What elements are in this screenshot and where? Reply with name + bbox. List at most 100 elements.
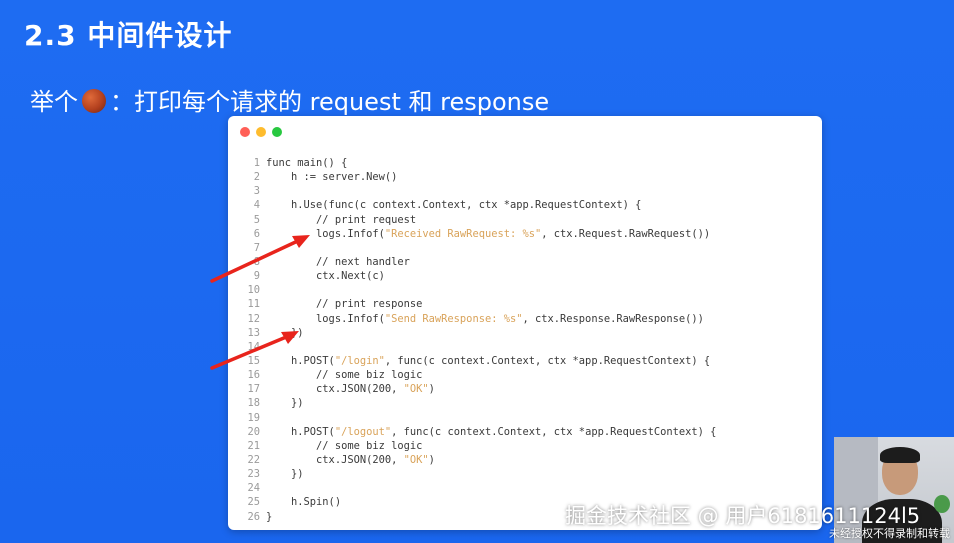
line-number: 10 — [247, 284, 260, 297]
code-line: 20 h.POST("/logout", func(c context.Cont… — [238, 425, 812, 439]
line-number: 5 — [253, 213, 260, 226]
code-line: 6 logs.Infof("Received RawRequest: %s", … — [238, 227, 812, 241]
code-line: 9 ctx.Next(c) — [238, 269, 812, 283]
code-line: 11 // print response — [238, 297, 812, 311]
code-token: "Received RawRequest: %s" — [384, 227, 542, 240]
line-number: 8 — [253, 255, 260, 268]
line-number: 20 — [247, 425, 260, 438]
presenter-hair — [880, 447, 920, 463]
code-token: ) — [428, 453, 435, 466]
code-text: h.Spin() — [266, 495, 812, 509]
code-token: h.POST( — [266, 425, 335, 438]
subtitle-prefix: 举个 — [30, 88, 78, 116]
line-number: 16 — [247, 369, 260, 382]
line-number: 4 — [253, 199, 260, 212]
code-text: }) — [266, 396, 812, 410]
code-text: // next handler — [266, 255, 812, 269]
line-number: 6 — [253, 227, 260, 240]
code-token: // print request — [266, 213, 417, 226]
code-token: // print response — [266, 298, 423, 311]
line-number: 21 — [247, 439, 260, 452]
code-token: "OK" — [403, 383, 429, 396]
line-number: 3 — [253, 185, 260, 198]
code-text — [266, 241, 812, 255]
code-line: 25 h.Spin() — [238, 495, 812, 509]
code-token: ) — [428, 383, 435, 396]
subtitle-suffix: ：打印每个请求的 request 和 response — [110, 88, 550, 116]
code-line: 12 logs.Infof("Send RawResponse: %s", ct… — [238, 312, 812, 326]
presenter-body — [862, 499, 942, 543]
maximize-dot-icon — [272, 127, 282, 137]
code-token: // next handler — [266, 255, 410, 268]
minimize-dot-icon — [256, 127, 266, 137]
code-token: , ctx.Response.RawResponse()) — [522, 312, 704, 325]
code-text: // some biz logic — [266, 368, 812, 382]
code-text: }) — [266, 467, 812, 481]
code-token: "Send RawResponse: %s" — [384, 312, 523, 325]
line-number: 11 — [247, 298, 260, 311]
code-token: , ctx.Request.RawRequest()) — [541, 227, 711, 240]
basketball-icon — [82, 88, 106, 113]
line-number: 1 — [253, 157, 260, 169]
code-line: 10 — [238, 283, 812, 297]
code-token: }) — [266, 468, 304, 481]
code-text — [266, 283, 812, 297]
slide-title: 2.3 中间件设计 — [24, 19, 233, 52]
code-text: ctx.JSON(200, "OK") — [266, 453, 812, 467]
code-line: 26} — [238, 510, 812, 524]
code-text: // some biz logic — [266, 439, 812, 453]
code-token: h.POST( — [266, 354, 335, 367]
line-number: 22 — [247, 453, 260, 466]
code-token: func main() { — [266, 157, 348, 169]
code-line: 22 ctx.JSON(200, "OK") — [238, 453, 812, 467]
code-line: 21 // some biz logic — [238, 439, 812, 453]
code-token: h.Spin() — [266, 496, 342, 509]
code-text: ctx.JSON(200, "OK") — [266, 382, 812, 396]
code-line: 24 — [238, 481, 812, 495]
code-line: 3 — [238, 184, 812, 198]
line-number: 15 — [247, 354, 260, 367]
code-token: ctx.JSON(200, — [266, 383, 404, 396]
line-number: 26 — [247, 510, 260, 523]
code-text — [266, 481, 812, 495]
code-text: func main() { — [266, 156, 812, 170]
code-text — [266, 184, 812, 198]
code-line: 2 h := server.New() — [238, 170, 812, 184]
code-text: h.POST("/logout", func(c context.Context… — [266, 425, 812, 439]
code-line: 5 // print request — [238, 213, 812, 227]
code-line: 13 }) — [238, 326, 812, 340]
presenter-webcam — [834, 437, 954, 543]
code-text — [266, 411, 812, 425]
code-token: "/logout" — [334, 425, 392, 438]
code-text: }) — [266, 326, 812, 340]
code-line: 16 // some biz logic — [238, 368, 812, 382]
code-line: 18 }) — [238, 396, 812, 410]
code-text: } — [266, 510, 812, 524]
line-number: 12 — [247, 312, 260, 325]
code-token: ctx.Next(c) — [266, 270, 385, 283]
watermark-sub: 未经授权不得录制和转载 — [829, 527, 950, 540]
code-text: h := server.New() — [266, 170, 812, 184]
line-number: 7 — [253, 241, 260, 254]
code-text — [266, 340, 812, 354]
code-token: , func(c context.Context, ctx *app.Reque… — [391, 425, 717, 438]
code-line: 23 }) — [238, 467, 812, 481]
code-line: 14 — [238, 340, 812, 354]
close-dot-icon — [240, 127, 250, 137]
code-line: 4 h.Use(func(c context.Context, ctx *app… — [238, 198, 812, 212]
line-number: 17 — [247, 383, 260, 396]
code-token: // some biz logic — [266, 439, 423, 452]
line-number: 19 — [247, 411, 260, 424]
code-text: logs.Infof("Received RawRequest: %s", ct… — [266, 227, 812, 241]
line-number: 13 — [247, 326, 260, 339]
code-token: "/login" — [334, 354, 385, 367]
code-line: 8 // next handler — [238, 255, 812, 269]
line-number: 24 — [247, 482, 260, 495]
watermark-main: 掘金技术社区 @ 用户6181611124l5 — [565, 504, 921, 528]
code-line: 7 — [238, 241, 812, 255]
code-token: , func(c context.Context, ctx *app.Reque… — [384, 354, 711, 367]
code-line: 1 func main() { — [238, 156, 812, 170]
code-token: logs.Infof( — [266, 312, 385, 325]
